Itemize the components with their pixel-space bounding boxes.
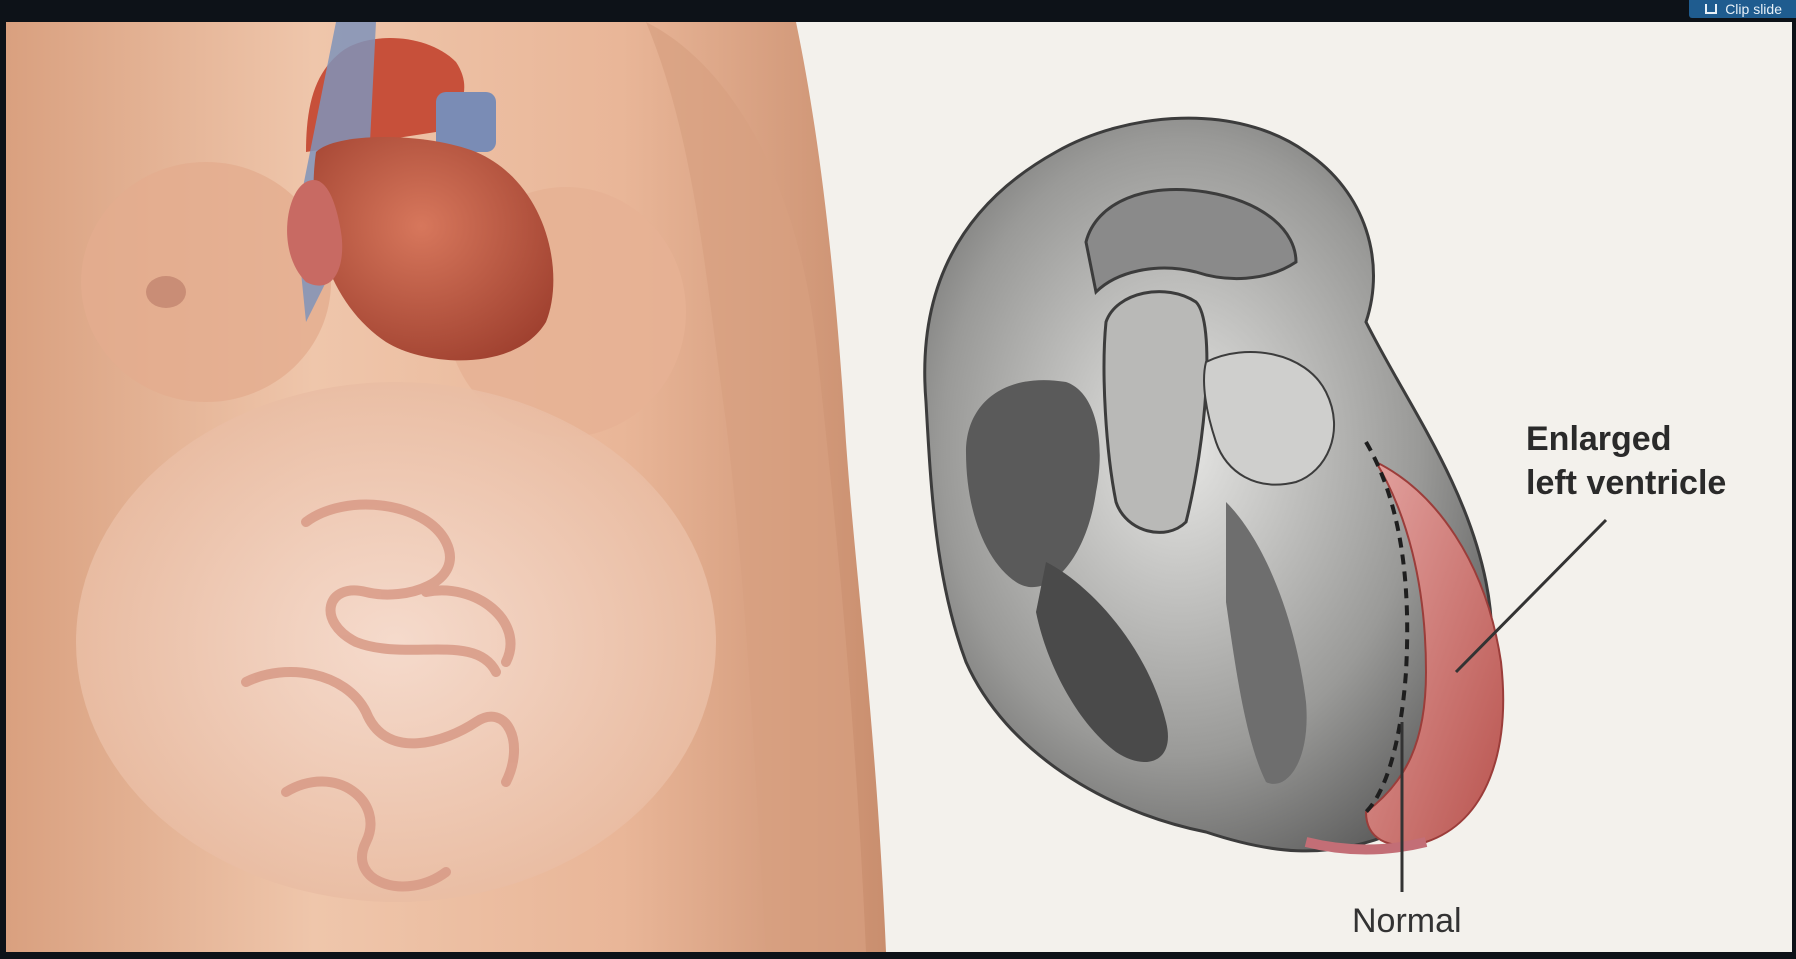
normal-label: Normal bbox=[1352, 902, 1462, 941]
slide-illustration bbox=[6, 22, 1792, 952]
torso-illustration bbox=[6, 22, 886, 952]
enlarged-label-line2: left ventricle bbox=[1526, 461, 1726, 505]
slide-image: Enlarged left ventricle Normal bbox=[6, 22, 1792, 952]
enlarged-label-line1: Enlarged bbox=[1526, 417, 1726, 461]
clip-slide-button[interactable]: Clip slide bbox=[1689, 0, 1796, 18]
clip-slide-label: Clip slide bbox=[1725, 0, 1782, 18]
enlarged-left-ventricle-label: Enlarged left ventricle bbox=[1526, 417, 1726, 505]
clip-icon bbox=[1705, 4, 1717, 14]
